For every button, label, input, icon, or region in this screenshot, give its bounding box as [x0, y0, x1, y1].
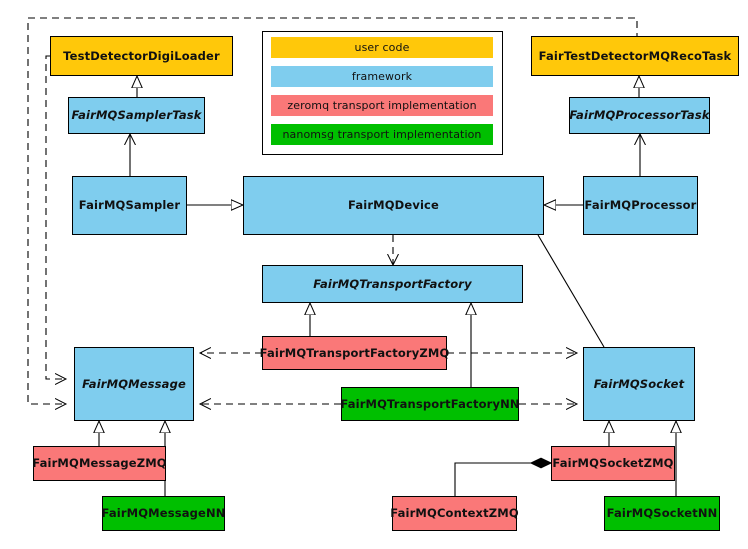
- legend-item-user-code: user code: [271, 37, 493, 58]
- legend-label-user-code: user code: [354, 41, 410, 54]
- edge-device-uses-socket: [537, 234, 605, 348]
- class-node-fairmqsampler[interactable]: FairMQSampler: [72, 176, 187, 235]
- class-node-fairmqprocessor[interactable]: FairMQProcessor: [583, 176, 698, 235]
- class-node-fairmqdevice[interactable]: FairMQDevice: [243, 176, 544, 235]
- legend-item-nanomsg: nanomsg transport implementation: [271, 124, 493, 145]
- class-node-fairmqprocessortask[interactable]: FairMQProcessorTask: [569, 97, 710, 134]
- edge-digiloader-depends-message: [45, 55, 66, 379]
- class-node-testdetectordigiloader[interactable]: TestDetectorDigiLoader: [50, 36, 233, 76]
- legend-label-zeromq: zeromq transport implementation: [287, 99, 477, 112]
- class-node-fairmqmessage[interactable]: FairMQMessage: [74, 347, 194, 421]
- legend-label-framework: framework: [351, 70, 413, 83]
- class-node-fairmqtransportfactoryzmq[interactable]: FairMQTransportFactoryZMQ: [260, 336, 449, 370]
- class-node-fairmqcontextzmq[interactable]: FairMQContextZMQ: [390, 496, 519, 531]
- class-node-fairmqmessagezmq[interactable]: FairMQMessageZMQ: [32, 446, 167, 481]
- class-node-fairmqsocketzmq[interactable]: FairMQSocketZMQ: [551, 446, 675, 481]
- class-node-fairtestdetectormqrecotask[interactable]: FairTestDetectorMQRecoTask: [531, 36, 739, 76]
- class-node-fairmqsocketnn[interactable]: FairMQSocketNN: [604, 496, 720, 531]
- class-node-fairmqsocket[interactable]: FairMQSocket: [583, 347, 695, 421]
- class-node-fairmqtransportfactory[interactable]: FairMQTransportFactory: [262, 265, 523, 303]
- legend-item-framework: framework: [271, 66, 493, 87]
- edge-socketzmq-composes-contextzmq: [454, 463, 551, 496]
- class-node-fairmqsamplertask[interactable]: FairMQSamplerTask: [68, 97, 205, 134]
- legend-item-zeromq: zeromq transport implementation: [271, 95, 493, 116]
- class-node-fairmqtransportfactorynn[interactable]: FairMQTransportFactoryNN: [340, 387, 520, 421]
- class-node-fairmqmessagenn[interactable]: FairMQMessageNN: [102, 496, 225, 531]
- legend-label-nanomsg: nanomsg transport implementation: [282, 128, 482, 141]
